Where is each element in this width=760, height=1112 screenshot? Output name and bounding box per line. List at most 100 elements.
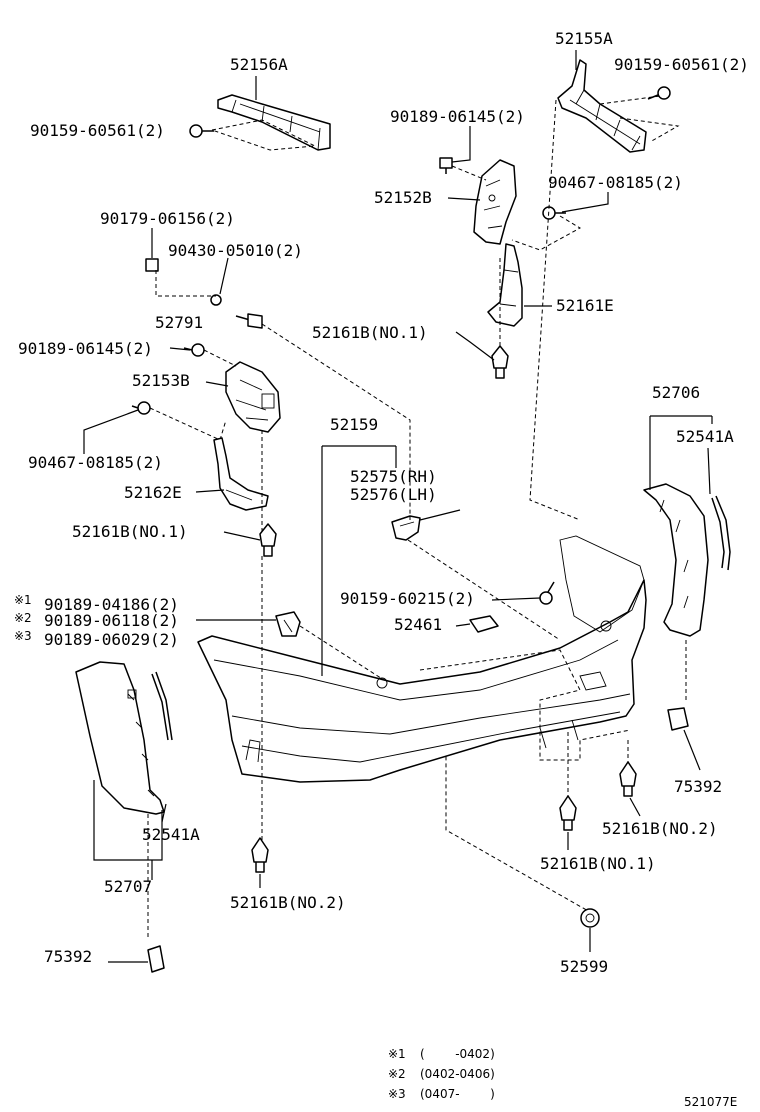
date-notes: ※1 ( -0402) ※2 (0402-0406) ※3 (0407- ) [388,1047,495,1101]
guide-bumper-inner [419,649,631,761]
clip-52161B-no1-bottom-icon [559,795,577,831]
label-52575: 52575(RH) [350,467,437,486]
bracket-52161E [487,243,523,327]
pad-52461 [469,615,499,633]
guide-52152B [451,165,487,181]
label-52159: 52159 [330,415,378,434]
label-90189-06029: 90189-06029(2) [44,630,179,649]
label-90189-06145-left: 90189-06145(2) [18,339,153,358]
leader-75392-right [683,729,701,771]
washer-90430-05010-icon [210,294,222,306]
mark-2: ※2 [14,611,32,625]
label-52791: 52791 [155,313,203,332]
clip-52161B-no2-left-icon [251,837,269,873]
note-3-mark: ※3 [388,1087,406,1101]
label-52152B: 52152B [374,188,432,207]
mudguard-52707 [75,661,165,815]
leader-52706 [649,415,713,495]
label-52161B-no1-bottom: 52161B(NO.1) [540,854,656,873]
guide-52791 [261,323,411,520]
leader-52461 [455,623,471,627]
leader-52161B-no1-top [455,331,495,361]
label-52155A: 52155A [555,29,613,48]
leader-52575 [419,509,461,521]
leader-90430 [219,257,229,295]
label-52461: 52461 [394,615,442,634]
moulding-52541A-right [711,495,731,571]
label-52156A: 52156A [230,55,288,74]
label-52541A-left: 52541A [142,825,200,844]
label-90159-60561-right: 90159-60561(2) [614,55,749,74]
clip-75392-right-icon [667,707,689,731]
guide-90179 [155,270,216,297]
label-90189-06118: 90189-06118(2) [44,611,179,630]
leader-90467-right [561,192,609,213]
label-52576: 52576(LH) [350,485,437,504]
guide-52575 [407,539,561,641]
leader-90189-06145-left [169,347,191,351]
leader-52707 [93,780,163,880]
label-90159-60561-left: 90159-60561(2) [30,121,165,140]
label-75392-left: 75392 [44,947,92,966]
clip-90467-08185-left-icon [131,401,151,415]
label-75392-right: 75392 [674,777,722,796]
screw-90189-06145-top-icon [439,157,453,174]
retainer-52156A [217,94,331,151]
label-52707: 52707 [104,877,152,896]
leader-52153B [205,381,229,387]
label-90189-04186: 90189-04186(2) [44,595,179,614]
label-52161B-no1-top: 52161B(NO.1) [312,323,428,342]
leader-90467-left [83,409,139,454]
note-3-range: (0407- ) [420,1087,495,1101]
label-90467-08185-left: 90467-08185(2) [28,453,163,472]
note-2-range: (0402-0406) [420,1067,495,1081]
mudguard-52706 [643,483,709,637]
label-90159-60215: 90159-60215(2) [340,589,475,608]
label-52161E: 52161E [556,296,614,315]
guide-90467-right [511,215,582,251]
diagram-id: 521077E [684,1095,737,1109]
label-52541A-right: 52541A [676,427,734,446]
leader-52162E [195,489,225,493]
clip-52161B-no2-right-icon [619,761,637,797]
cap-52599-icon [580,908,600,928]
leader-52541A-left [161,803,167,823]
guide-52599 [299,625,591,913]
clip-52161B-no1-top-icon [491,345,509,379]
leader-90189-06145-top [451,126,471,163]
bracket-52153B [225,361,281,433]
stud-52791-icon [235,313,263,329]
note-1-range: ( -0402) [420,1047,495,1061]
label-90189-06145-top: 90189-06145(2) [390,107,525,126]
label-52161B-no1-mid: 52161B(NO.1) [72,522,188,541]
leader-52161B-no1-mid [223,531,261,541]
label-52161B-no2-left: 52161B(NO.2) [230,893,346,912]
leader-52159 [321,445,397,676]
label-90179-06156: 90179-06156(2) [100,209,235,228]
leader-90159-60215 [491,597,541,601]
label-52161B-no2-right: 52161B(NO.2) [602,819,718,838]
guide-52156A [210,119,317,151]
label-52706: 52706 [652,383,700,402]
label-90430-05010: 90430-05010(2) [168,241,303,260]
clip-75392-left-icon [147,945,165,973]
label-90467-08185-right: 90467-08185(2) [548,173,683,192]
retainer-52575-52576 [391,515,421,541]
clip-90189-04186-icon [275,611,301,637]
mark-1: ※1 [14,593,32,607]
bracket-52162E [213,437,269,511]
note-2-mark: ※2 [388,1067,406,1081]
bracket-52152B [473,159,517,245]
label-52599: 52599 [560,957,608,976]
bolt-90159-60561-right-icon [647,86,671,100]
bumper-cover-52159 [197,535,647,783]
label-52153B: 52153B [132,371,190,390]
nut-90179-06156-icon [145,258,159,272]
bolt-90159-60561-left-icon [189,124,214,138]
screw-90159-60215-icon [539,581,555,605]
moulding-52541A-left [151,671,173,741]
mark-3: ※3 [14,629,32,643]
clip-52161B-no1-mid-icon [259,523,277,557]
label-52162E: 52162E [124,483,182,502]
